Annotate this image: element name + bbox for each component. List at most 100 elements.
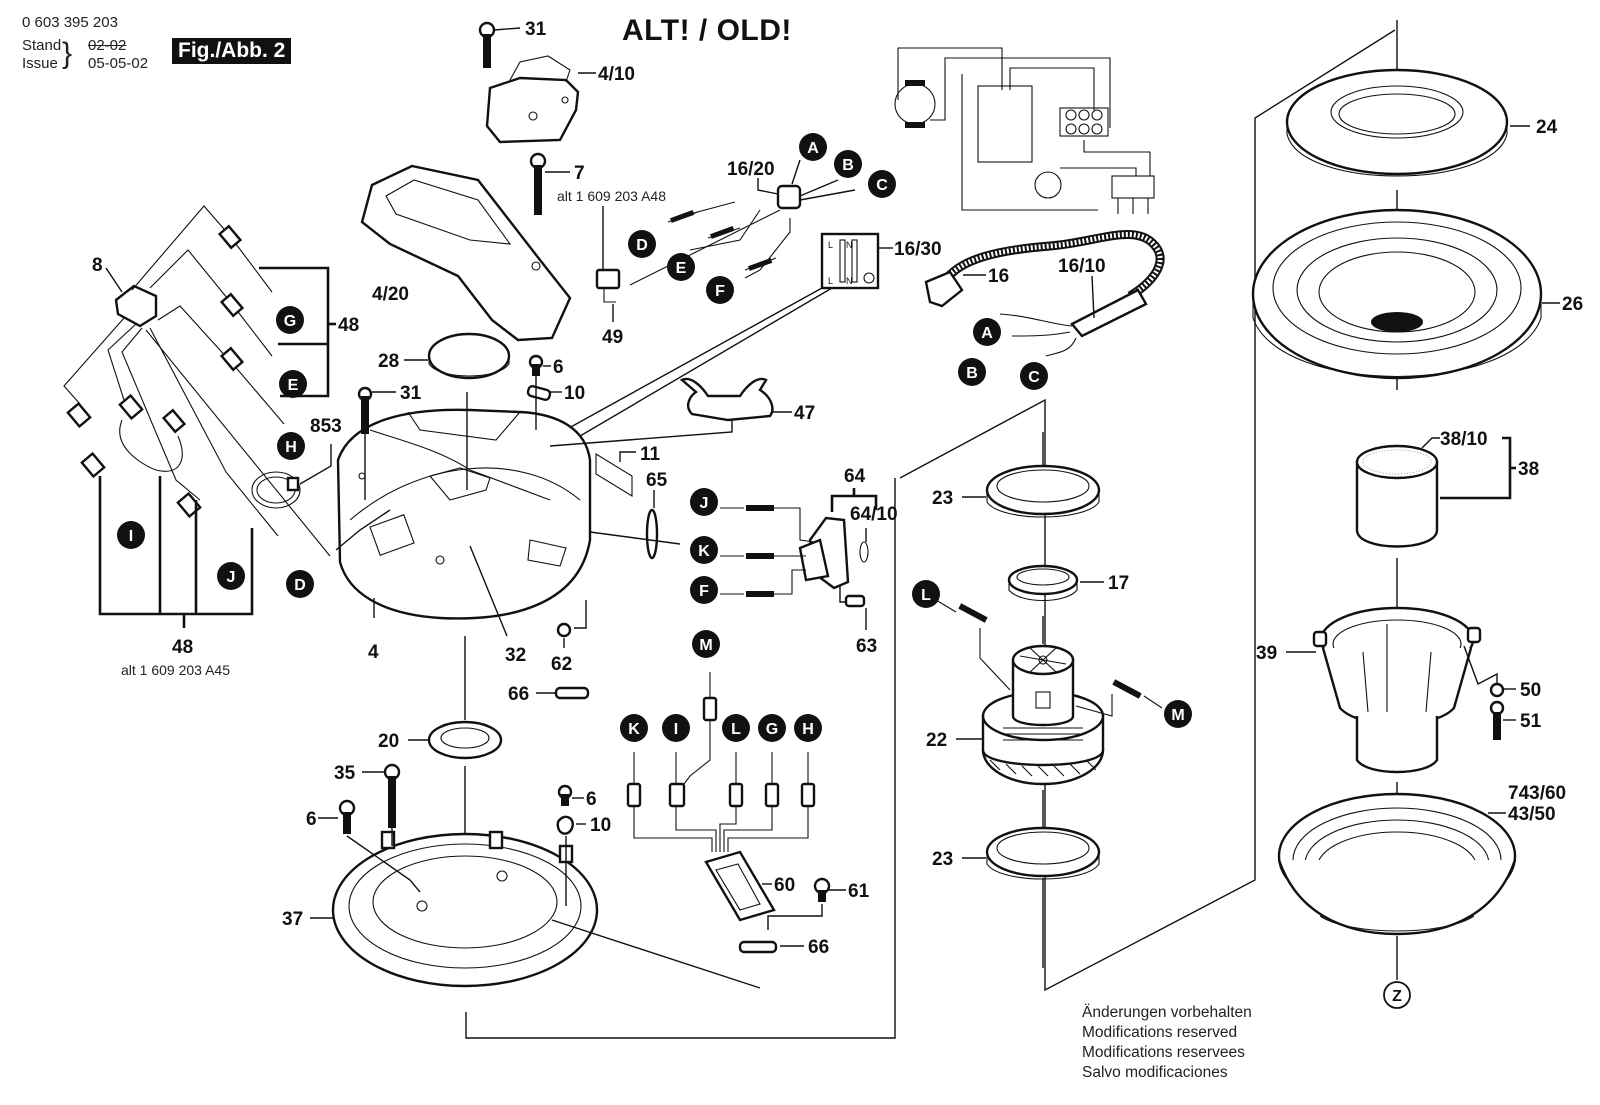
leader-63-link bbox=[839, 586, 846, 603]
detail-marker-z-text: Z bbox=[1392, 988, 1402, 1005]
connector-bubble-top-b: B bbox=[834, 150, 862, 178]
bubble-letter: B bbox=[842, 157, 854, 174]
label-63: 63 bbox=[856, 636, 877, 657]
bubble-letter: F bbox=[699, 583, 709, 600]
label-4: 4 bbox=[368, 642, 379, 663]
label-6c: 6 bbox=[586, 789, 597, 810]
label-35: 35 bbox=[334, 763, 356, 784]
motor-group-frame bbox=[899, 29, 1396, 992]
screw-7 bbox=[529, 152, 547, 215]
screw-51 bbox=[1489, 700, 1505, 740]
bubble-circle bbox=[722, 714, 750, 742]
label-51: 51 bbox=[1520, 711, 1542, 732]
leader-left-harness-to-housing bbox=[335, 509, 391, 551]
label-16: 16 bbox=[988, 266, 1009, 287]
label-48a: 48 bbox=[338, 315, 359, 336]
screw-35 bbox=[383, 763, 401, 828]
screw-6-right bbox=[557, 784, 573, 806]
label-743-60: 743/60 bbox=[1508, 783, 1566, 804]
part-64-switch bbox=[798, 516, 869, 608]
label-32: 32 bbox=[505, 645, 526, 666]
part-853-hose-clamp bbox=[251, 471, 301, 509]
bubble-circle bbox=[706, 276, 734, 304]
bubble-circle bbox=[690, 536, 718, 564]
figure-badge: Fig./Abb. 2 bbox=[172, 38, 292, 64]
connector-bubble-term-k: K bbox=[620, 714, 648, 742]
label-31a: 31 bbox=[525, 19, 547, 40]
label-4-20: 4/20 bbox=[372, 284, 409, 305]
connector-bubble-left-e: E bbox=[279, 370, 307, 398]
motor-terminal-M bbox=[1075, 679, 1163, 717]
screw-6-top bbox=[528, 354, 544, 376]
modifications-note: Änderungen vorbehalten Modifications res… bbox=[1082, 1003, 1252, 1083]
stand-label: Stand bbox=[22, 37, 62, 54]
pin-terminals-switch bbox=[720, 505, 815, 597]
detail-marker-z: Z bbox=[1383, 981, 1411, 1009]
bubble-letter: E bbox=[676, 260, 687, 277]
connector-bubble-cord-a: A bbox=[973, 318, 1001, 346]
axis-65 bbox=[589, 531, 681, 545]
leader-32 bbox=[469, 545, 508, 637]
bubble-circle bbox=[620, 714, 648, 742]
tb-l-bottom: L bbox=[828, 276, 833, 286]
bubble-letter: D bbox=[636, 237, 648, 254]
leader-16-30-to-housing bbox=[539, 287, 823, 445]
part-4-20-handle bbox=[360, 164, 572, 342]
leader-47-to-housing bbox=[549, 420, 733, 447]
pin-terminals-top bbox=[667, 210, 777, 271]
axis-6b bbox=[346, 835, 421, 893]
label-6a: 6 bbox=[553, 357, 564, 378]
label-64: 64 bbox=[844, 466, 866, 487]
label-62: 62 bbox=[551, 654, 572, 675]
label-31b: 31 bbox=[400, 383, 422, 404]
connector-bubble-left-j: J bbox=[217, 562, 245, 590]
struck-date: 02-02 bbox=[88, 37, 127, 54]
part-66-cable-clip-top bbox=[554, 686, 590, 700]
base-group-frame bbox=[465, 478, 896, 1039]
part-37-base bbox=[331, 830, 599, 988]
label-49: 49 bbox=[602, 327, 623, 348]
bubble-circle bbox=[690, 576, 718, 604]
bubble-letter: F bbox=[715, 283, 725, 300]
tb-n-bottom: N bbox=[846, 276, 853, 286]
axis-61 bbox=[767, 904, 823, 930]
bubble-circle bbox=[692, 630, 720, 658]
label-43-50: 43/50 bbox=[1508, 804, 1556, 825]
label-17: 17 bbox=[1108, 573, 1129, 594]
screw-61 bbox=[813, 877, 831, 902]
connector-bubble-top-e: E bbox=[667, 253, 695, 281]
bubble-circle bbox=[279, 370, 307, 398]
bubble-circle bbox=[217, 562, 245, 590]
issue-date: 05-05-02 bbox=[88, 55, 149, 72]
bubble-circle bbox=[286, 570, 314, 598]
part-49-connector bbox=[595, 268, 621, 303]
label-16-10: 16/10 bbox=[1058, 256, 1106, 277]
leader-39-to-50 bbox=[1463, 645, 1498, 686]
part-28-cap bbox=[427, 332, 511, 380]
bubble-circle bbox=[973, 318, 1001, 346]
connector-bubble-left-h: H bbox=[277, 432, 305, 460]
bubble-circle bbox=[794, 714, 822, 742]
bubble-letter: E bbox=[288, 377, 299, 394]
part-11-label-plate bbox=[595, 453, 633, 497]
leader-11 bbox=[619, 451, 636, 462]
connector-bubble-term-g: G bbox=[758, 714, 786, 742]
part-38-10-filter bbox=[1355, 444, 1439, 548]
issue-label: Issue bbox=[22, 55, 58, 72]
bubble-letter: J bbox=[227, 569, 236, 586]
brace-icon: } bbox=[62, 37, 73, 70]
bubble-letter: L bbox=[921, 587, 931, 604]
bubble-circle bbox=[690, 488, 718, 516]
label-60: 60 bbox=[774, 875, 795, 896]
part-66-cable-clip-bottom bbox=[738, 940, 778, 954]
screw-31-left bbox=[357, 386, 373, 434]
connector-bubble-sw-k: K bbox=[690, 536, 718, 564]
part-16-30-terminal-block: L N L N bbox=[820, 232, 880, 290]
part-62-grommet bbox=[556, 622, 572, 638]
wiring-schematic bbox=[894, 47, 1155, 214]
part-17-ring bbox=[1007, 564, 1079, 602]
bubble-letter: G bbox=[766, 721, 778, 738]
bubble-circle bbox=[662, 714, 690, 742]
part-number: 0 603 395 203 bbox=[22, 14, 118, 31]
bubble-letter: G bbox=[284, 313, 296, 330]
